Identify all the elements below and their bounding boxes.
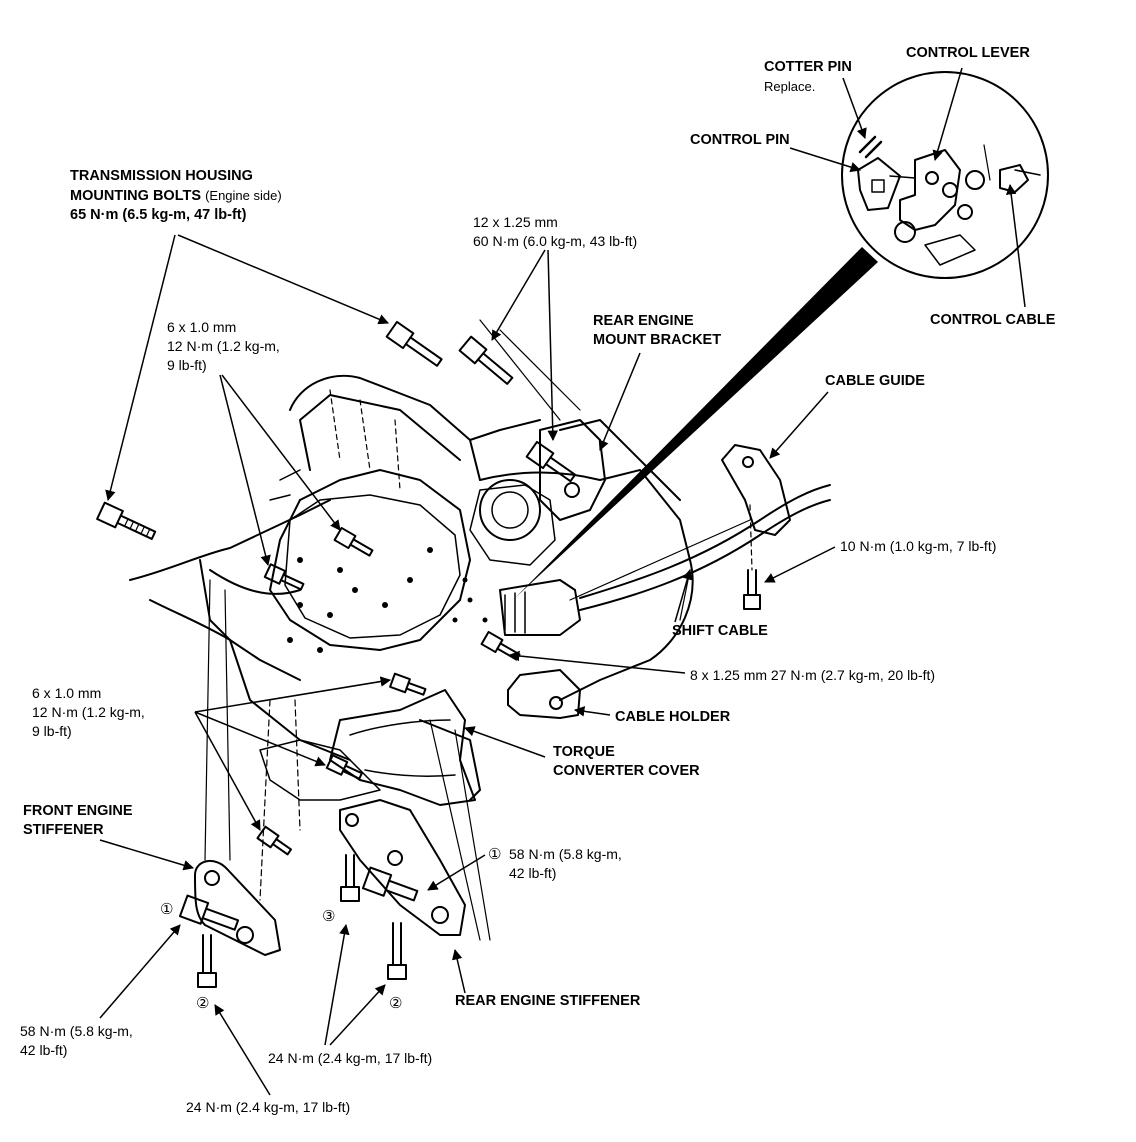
label-line-sub: Replace. [764,79,816,94]
label-control-pin: CONTROL PIN [690,132,790,148]
label-line: 58 N·m (5.8 kg-m, [509,846,622,862]
label-line: 6 x 1.0 mm [32,685,102,701]
label-line: 60 N·m (6.0 kg-m, 43 lb-ft) [473,233,638,249]
label-front-engine-stiffener: FRONT ENGINE STIFFENER [23,802,133,840]
label-mid-24-torque: 24 N·m (2.4 kg-m, 17 lb-ft) [268,1050,433,1066]
shift-cable-part [499,484,831,636]
label-12x125-bolt: 12 x 1.25 mm 60 N·m (6.0 kg-m, 43 lb-ft) [473,213,637,251]
label-line: 12 x 1.25 mm [473,214,558,230]
label-line: 9 lb-ft) [167,357,207,373]
label-shift-cable: SHIFT CABLE [672,623,768,639]
label-line: COTTER PIN [764,59,852,75]
torque-converter-cover [329,689,476,806]
label-line: 65 N·m (6.5 kg-m, 47 lb-ft) [70,207,247,223]
label-line: TORQUE [553,744,615,760]
housing-bolt-holes [287,547,488,653]
cable-guide-part [721,444,791,571]
label-line: 12 N·m (1.2 kg-m, [32,704,145,720]
label-text: MOUNTING BOLTS [70,188,202,204]
leader-lines [99,67,1026,1096]
marker-1-rear: ① [488,845,502,863]
label-control-cable: CONTROL CABLE [930,312,1056,328]
marker-1-front: ① [160,900,174,918]
front-engine-stiffener-part [194,579,281,956]
detail-pointer-wedge [515,247,878,598]
label-rear-engine-stiffener: REAR ENGINE STIFFENER [455,993,641,1009]
rear-engine-stiffener-part [259,699,491,941]
label-rear-58-torque: 58 N·m (5.8 kg-m, 42 lb-ft) [509,845,622,883]
label-6x10-top-bolts: 6 x 1.0 mm 12 N·m (1.2 kg-m, 9 lb-ft) [167,318,280,375]
label-bottom-24-torque: 24 N·m (2.4 kg-m, 17 lb-ft) [186,1099,351,1115]
label-line: MOUNTING BOLTS (Engine side) [70,186,282,206]
label-text-sub: (Engine side) [205,188,282,203]
cable-holder-part [507,669,581,719]
label-cotter-pin: COTTER PIN Replace. [764,58,852,96]
label-rear-engine-mount-bracket: REAR ENGINE MOUNT BRACKET [593,312,721,350]
marker-2-rear: ② [389,994,403,1012]
control-lever-detail [841,71,1049,279]
label-line: STIFFENER [23,822,104,838]
label-cable-guide: CABLE GUIDE [825,373,925,389]
label-line: FRONT ENGINE [23,803,133,819]
label-8x125-bolt: 8 x 1.25 mm 27 N·m (2.7 kg-m, 20 lb-ft) [690,667,936,683]
label-line: 58 N·m (5.8 kg-m, [20,1023,133,1039]
transmission-housing [129,374,694,801]
label-torque-converter-cover: TORQUE CONVERTER COVER [553,743,700,781]
label-line: 9 lb-ft) [32,723,72,739]
label-transmission-housing-bolts: TRANSMISSION HOUSING MOUNTING BOLTS (Eng… [70,167,282,225]
label-front-58-torque: 58 N·m (5.8 kg-m, 42 lb-ft) [20,1022,133,1060]
label-6x10-lower-bolts: 6 x 1.0 mm 12 N·m (1.2 kg-m, 9 lb-ft) [32,684,145,741]
label-line: 12 N·m (1.2 kg-m, [167,338,280,354]
label-line: REAR ENGINE [593,313,694,329]
label-cable-holder: CABLE HOLDER [615,709,731,725]
label-cable-guide-bolt-torque: 10 N·m (1.0 kg-m, 7 lb-ft) [840,538,997,554]
label-line: 6 x 1.0 mm [167,319,237,335]
marker-3-rear: ③ [322,907,336,925]
label-line: MOUNT BRACKET [593,332,722,348]
rear-mount-bracket [479,319,606,521]
marker-2-front: ② [196,994,210,1012]
label-line: 42 lb-ft) [20,1042,68,1058]
label-line: CONVERTER COVER [553,763,700,779]
label-line: TRANSMISSION HOUSING [70,168,253,184]
label-control-lever: CONTROL LEVER [906,45,1030,61]
label-line: 42 lb-ft) [509,865,557,881]
bolts [96,320,761,988]
